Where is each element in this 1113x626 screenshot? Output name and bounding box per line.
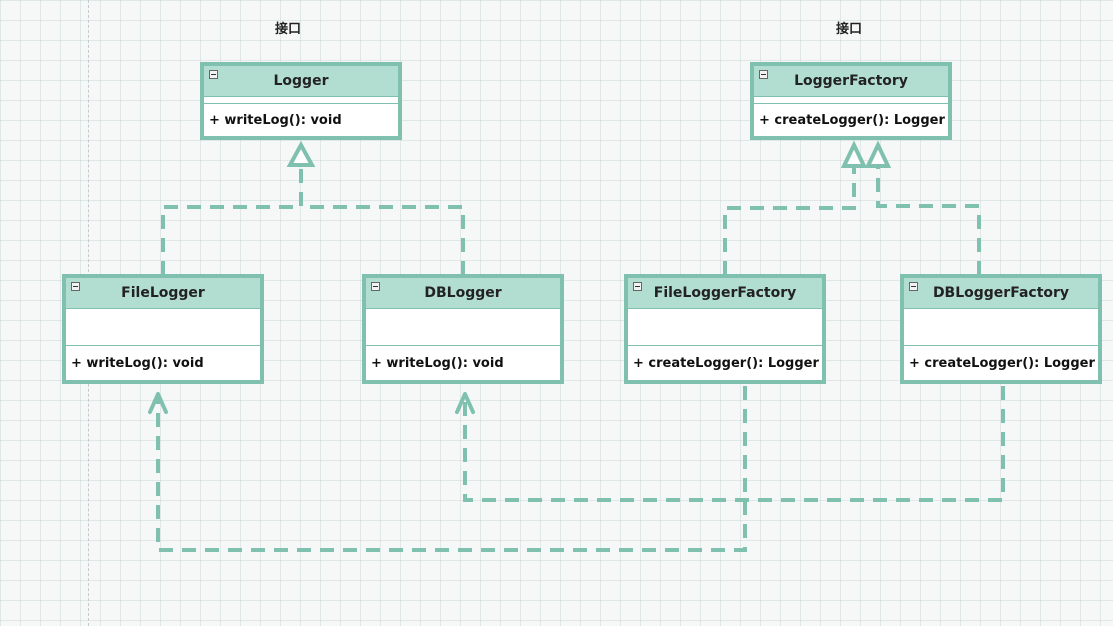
- class-header: LoggerFactory: [754, 66, 948, 97]
- class-file-logger-factory[interactable]: FileLoggerFactory + createLogger(): Logg…: [624, 274, 826, 384]
- caption-logger-interface: 接口: [275, 22, 302, 37]
- class-logger-factory[interactable]: LoggerFactory + createLogger(): Logger: [750, 62, 952, 140]
- caption-factory-interface: 接口: [836, 22, 863, 37]
- operation: + writeLog(): void: [371, 356, 504, 371]
- realization-arrowhead-logger: [286, 140, 316, 167]
- operation: + createLogger(): Logger: [633, 356, 819, 371]
- class-name: LoggerFactory: [794, 73, 908, 89]
- attributes-compartment: [628, 309, 822, 346]
- class-name: DBLogger: [424, 285, 502, 301]
- operation: + createLogger(): Logger: [909, 356, 1095, 371]
- class-header: FileLogger: [66, 278, 260, 309]
- class-name: Logger: [273, 73, 329, 89]
- class-name: FileLogger: [121, 285, 205, 301]
- realization-arrowhead-factory-left: [840, 140, 868, 168]
- class-header: DBLogger: [366, 278, 560, 309]
- realization-dbloggerfactory-loggerfactory: [876, 166, 981, 275]
- attributes-compartment: [66, 309, 260, 346]
- class-db-logger[interactable]: DBLogger + writeLog(): void: [362, 274, 564, 384]
- collapse-icon[interactable]: [371, 282, 380, 291]
- operation: + createLogger(): Logger: [759, 112, 945, 128]
- class-db-logger-factory[interactable]: DBLoggerFactory + createLogger(): Logger: [900, 274, 1102, 384]
- dependency-dbloggerfactory-dblogger: [463, 386, 1005, 502]
- attributes-compartment: [754, 97, 948, 104]
- collapse-icon[interactable]: [633, 282, 642, 291]
- attributes-compartment: [366, 309, 560, 346]
- class-header: FileLoggerFactory: [628, 278, 822, 309]
- class-file-logger[interactable]: FileLogger + writeLog(): void: [62, 274, 264, 384]
- realization-filelogger-logger: [161, 165, 303, 275]
- class-name: FileLoggerFactory: [653, 285, 797, 301]
- collapse-icon[interactable]: [71, 282, 80, 291]
- realization-fileloggerfactory-loggerfactory: [723, 166, 856, 275]
- collapse-icon[interactable]: [909, 282, 918, 291]
- dependency-fileloggerfactory-filelogger: [156, 386, 747, 552]
- realization-arrowhead-factory-right: [864, 140, 892, 168]
- class-header: DBLoggerFactory: [904, 278, 1098, 309]
- collapse-icon[interactable]: [759, 70, 768, 79]
- class-header: Logger: [204, 66, 398, 97]
- operation: + writeLog(): void: [71, 356, 204, 371]
- class-name: DBLoggerFactory: [932, 285, 1070, 301]
- dependency-arrowhead-filelogger: [148, 392, 168, 414]
- attributes-compartment: [204, 97, 398, 104]
- collapse-icon[interactable]: [209, 70, 218, 79]
- class-logger[interactable]: Logger + writeLog(): void: [200, 62, 402, 140]
- operation: + writeLog(): void: [209, 112, 342, 128]
- realization-dblogger-logger: [301, 205, 465, 275]
- attributes-compartment: [904, 309, 1098, 346]
- dependency-arrowhead-dblogger: [455, 392, 475, 414]
